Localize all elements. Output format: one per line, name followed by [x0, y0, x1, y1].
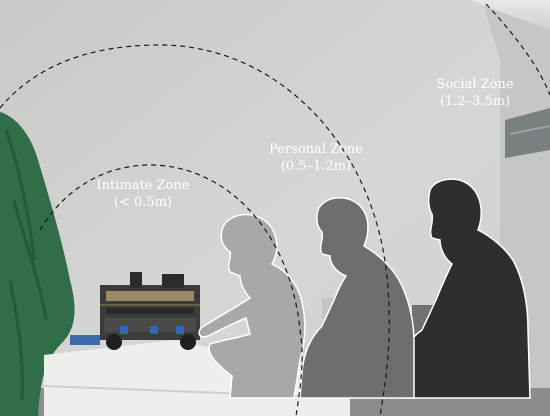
intimate-zone-name: Intimate Zone — [96, 178, 190, 193]
ceiling-edge — [470, 0, 550, 30]
intimate-zone-range: (< 0.5m) — [113, 195, 173, 210]
personal-zone-label: Personal Zone (0.5–1.2m) — [269, 141, 363, 175]
silhouette-intimate — [198, 213, 306, 399]
personal-zone-name: Personal Zone — [269, 142, 363, 157]
intimate-zone-label: Intimate Zone (< 0.5m) — [97, 177, 190, 211]
personal-zone-range: (0.5–1.2m) — [280, 159, 352, 174]
social-zone-name: Social Zone — [436, 77, 514, 92]
window — [505, 108, 550, 158]
robot — [70, 272, 200, 350]
intimate-zone-boundary — [39, 164, 303, 416]
zone-boundaries — [0, 3, 550, 416]
silhouette-personal — [299, 197, 415, 399]
social-zone-range: (1.2–3.5m) — [439, 94, 511, 109]
personal-zone-boundary — [0, 44, 390, 416]
social-zone-boundary — [485, 3, 550, 96]
right-wall — [482, 0, 550, 416]
social-zone-label: Social Zone (1.2–3.5m) — [436, 76, 513, 110]
